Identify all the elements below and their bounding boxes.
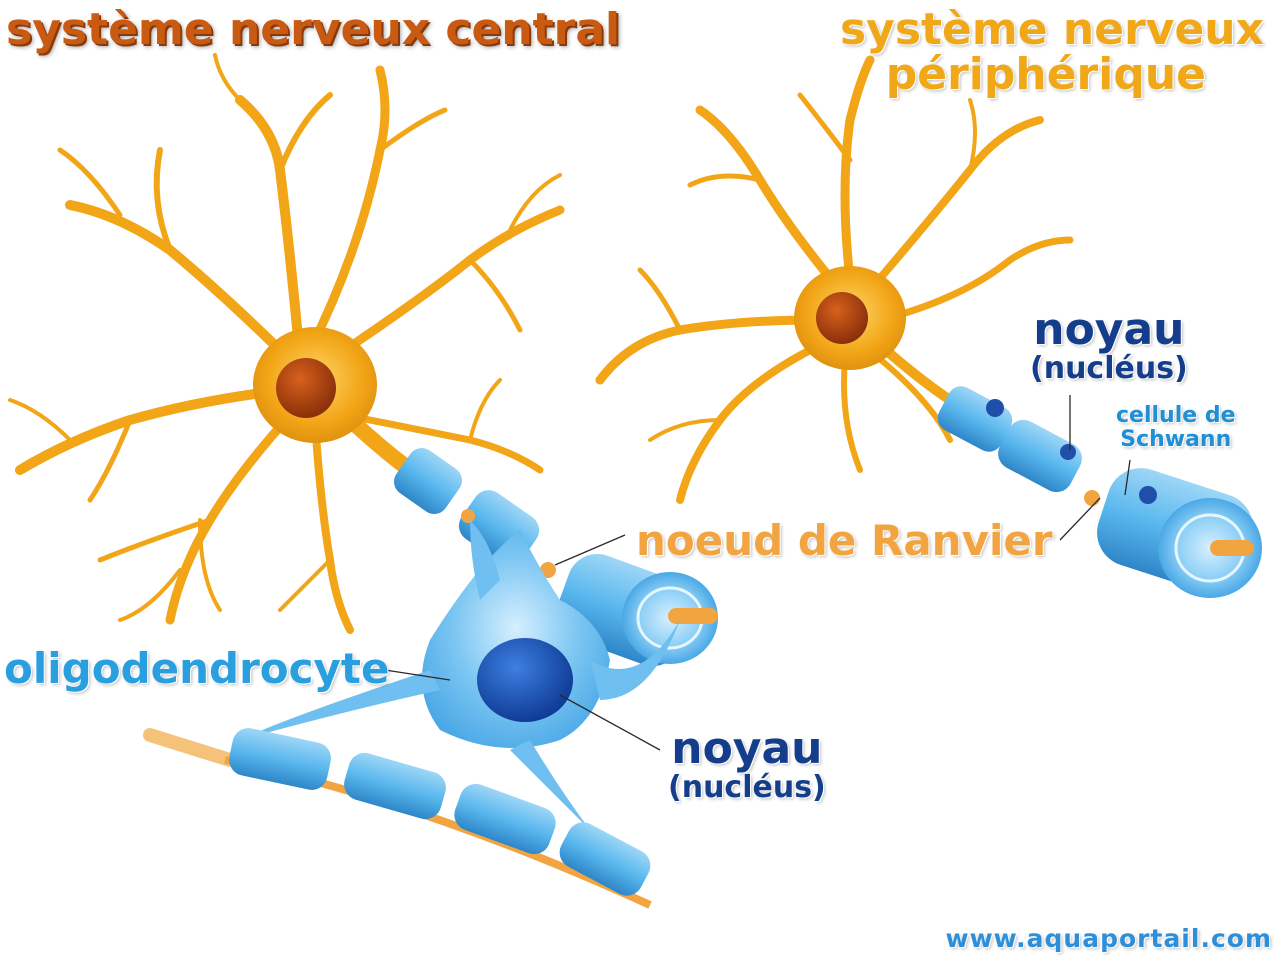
title-peripheral-nervous-system: système nerveux périphérique — [839, 4, 1264, 100]
label-schwann-nucleus: noyau (nucléus) — [1030, 308, 1188, 384]
label-schwann-cell: cellule de Schwann — [1116, 403, 1236, 453]
watermark-url: www.aquaportail.com — [945, 924, 1272, 953]
label-pns-nucleus-sub: (nucléus) — [1030, 351, 1188, 386]
label-schwann-line2: Schwann — [1120, 427, 1232, 453]
cns-myelin-lower — [143, 728, 652, 909]
cns-neuron — [8, 53, 565, 634]
oligodendrocyte-cell — [240, 520, 680, 830]
pns-schwann-cells — [937, 386, 1262, 598]
label-oligodendrocyte: oligodendrocyte — [4, 644, 390, 693]
pns-soma-nucleus — [816, 292, 868, 344]
label-nucleus-main: noyau — [671, 723, 823, 774]
oligodendrocyte-nucleus — [477, 638, 573, 722]
label-node-of-ranvier: noeud de Ranvier — [636, 516, 1053, 565]
label-schwann-line1: cellule de — [1116, 403, 1236, 428]
label-nucleus-sub: (nucléus) — [668, 770, 826, 805]
title-peripheral-line2: périphérique — [885, 48, 1206, 100]
title-central-nervous-system: système nerveux central — [6, 4, 621, 55]
label-pns-nucleus-main: noyau — [1033, 304, 1185, 355]
pns-neuron — [595, 55, 1074, 504]
label-oligodendrocyte-nucleus: noyau (nucléus) — [668, 727, 826, 803]
cns-soma-nucleus — [276, 358, 336, 418]
title-peripheral-line1: système nerveux — [839, 4, 1264, 55]
leader-lines — [384, 395, 1131, 751]
